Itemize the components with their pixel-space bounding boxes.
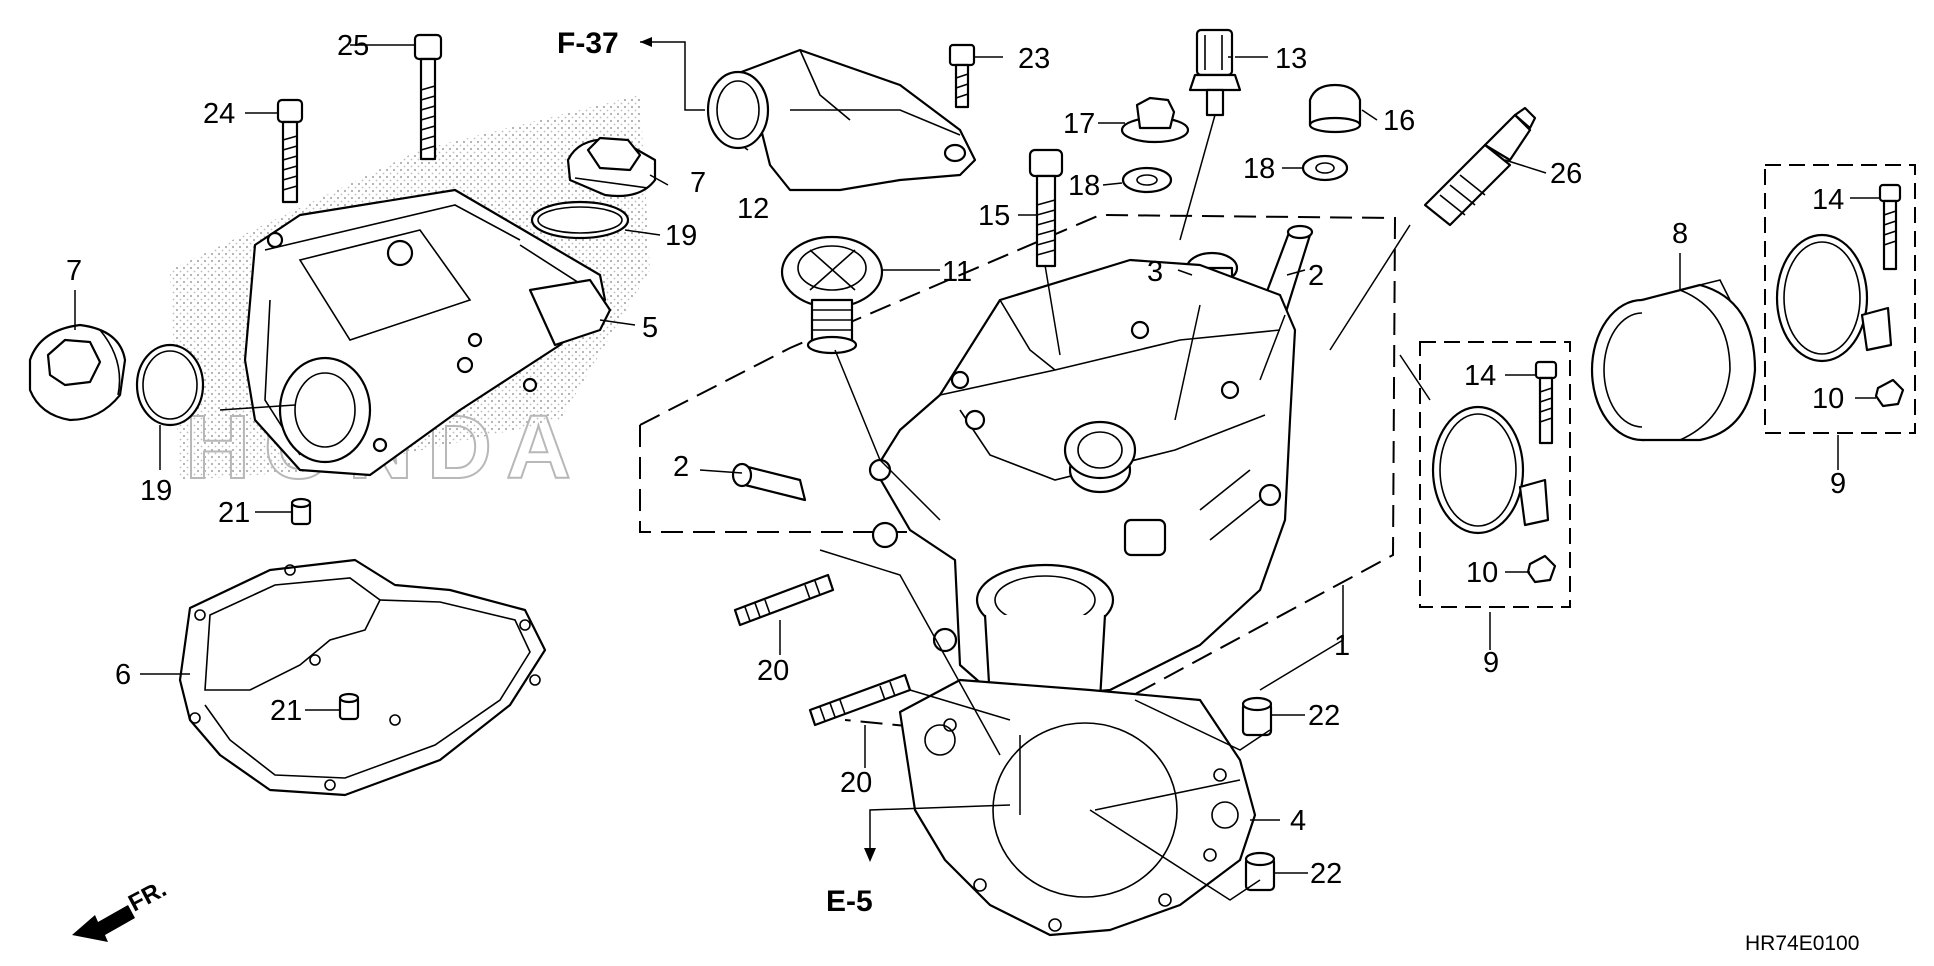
callout-7-left: 7: [66, 255, 82, 287]
bolt-15: [1028, 148, 1064, 268]
callout-8: 8: [1672, 218, 1688, 250]
callout-12: 12: [737, 193, 769, 225]
oil-filler-cap-left: [28, 323, 127, 422]
callout-6: 6: [115, 659, 131, 691]
callout-11: 11: [942, 256, 972, 288]
o-ring-right: [530, 200, 630, 240]
cylinder-head: [868, 258, 1297, 747]
callout-9-right: 9: [1830, 468, 1846, 500]
callout-1: 1: [1334, 630, 1350, 662]
head-cover-gasket: [178, 558, 547, 797]
drawing-code: HR74E0100: [1745, 932, 1859, 955]
hose-band-middle: [1431, 405, 1550, 535]
thermostat: [780, 235, 884, 355]
screw-14-right: [1878, 183, 1902, 271]
washer-18-left: [1121, 166, 1173, 194]
callout-18-right: 18: [1243, 153, 1275, 185]
stud-bolt-20-upper: [733, 573, 835, 627]
hose-band-right: [1775, 233, 1893, 363]
bolt-25: [413, 33, 443, 161]
callout-13: 13: [1275, 43, 1307, 75]
callout-7-right: 7: [690, 167, 706, 199]
assembly-outline-dashed: [639, 213, 1397, 742]
callout-22-lower: 22: [1310, 858, 1342, 890]
water-outlet-joint: [706, 48, 977, 192]
callout-4: 4: [1290, 805, 1306, 837]
bolt-24: [276, 98, 304, 204]
dowel-pin-21-upper: [290, 497, 312, 526]
reference-f37: F-37: [557, 27, 619, 60]
reference-e5: E-5: [826, 885, 873, 918]
callout-21-upper: 21: [218, 497, 250, 529]
flange-nut-17: [1120, 96, 1190, 144]
callout-26: 26: [1550, 158, 1582, 190]
stud-bolt-20-lower: [808, 673, 912, 727]
callout-2-upper: 2: [1308, 260, 1324, 292]
callout-16: 16: [1383, 105, 1415, 137]
e5-reference-arrow: [864, 804, 1011, 862]
callout-2-lower: 2: [673, 451, 689, 483]
callout-22-upper: 22: [1308, 700, 1340, 732]
spark-plug: [1423, 106, 1537, 227]
callout-21-lower: 21: [270, 695, 302, 727]
dowel-pin-21-lower: [338, 692, 360, 721]
callout-15: 15: [978, 200, 1010, 232]
callout-3: 3: [1147, 256, 1163, 288]
callout-24: 24: [203, 98, 235, 130]
leader-lines: [74, 44, 1880, 901]
cap-nut-16: [1308, 83, 1362, 134]
band-9-box-middle: [1419, 341, 1571, 608]
band-9-box-right: [1764, 164, 1916, 434]
carburetor-insulator: [1590, 279, 1757, 442]
washer-18-right: [1301, 154, 1349, 182]
f37-reference-arrow: [640, 37, 705, 111]
callout-25: 25: [337, 30, 369, 62]
callout-10-right: 10: [1812, 383, 1844, 415]
callout-5: 5: [642, 312, 658, 344]
dowel-pin-22-upper: [1241, 696, 1273, 737]
nut-10-middle: [1526, 554, 1557, 584]
cylinder-head-gasket: [898, 678, 1257, 937]
valve-guide-2-lower: [731, 462, 807, 502]
front-direction-arrow: [72, 905, 135, 942]
callout-10-middle: 10: [1466, 557, 1498, 589]
callout-23: 23: [1018, 43, 1050, 75]
bolt-23: [948, 43, 976, 109]
cylinder-head-cover: [243, 188, 612, 477]
callout-14-middle: 14: [1464, 360, 1496, 392]
callout-9-middle: 9: [1483, 647, 1499, 679]
callout-19-right: 19: [665, 220, 697, 252]
screw-14-middle: [1534, 360, 1558, 445]
dowel-pin-22-lower: [1244, 851, 1276, 892]
oil-filler-cap-right: [566, 136, 657, 198]
callout-20-lower: 20: [840, 767, 872, 799]
o-ring-left: [135, 343, 205, 427]
callout-20-upper: 20: [757, 655, 789, 687]
callout-14-right: 14: [1812, 184, 1844, 216]
callout-18-left: 18: [1068, 170, 1100, 202]
callout-17: 17: [1063, 108, 1095, 140]
temperature-sensor: [1188, 28, 1242, 117]
nut-10-right: [1874, 378, 1905, 408]
callout-19-left: 19: [140, 475, 172, 507]
